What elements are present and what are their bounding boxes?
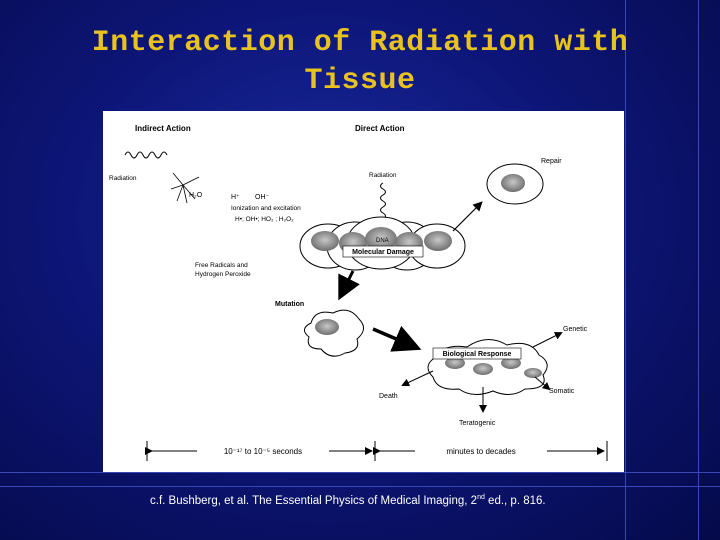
repair-arrow bbox=[452, 201, 483, 232]
indirect-action-heading: Indirect Action bbox=[135, 124, 191, 133]
biological-response-label: Biological Response bbox=[443, 351, 512, 358]
ionization-label: Ionization and excitation bbox=[231, 205, 301, 212]
radiation-wave-left bbox=[124, 151, 168, 159]
timescale-left-label: 10⁻¹⁷ to 10⁻⁵ seconds bbox=[224, 447, 302, 456]
death-label: Death bbox=[379, 393, 398, 400]
mutation-arrow bbox=[338, 270, 360, 301]
free-radicals-label-1: Free Radicals and bbox=[195, 262, 248, 269]
molecular-damage-box bbox=[342, 245, 424, 258]
mutation-label: Mutation bbox=[275, 301, 304, 308]
teratogenic-label: Teratogenic bbox=[459, 420, 496, 427]
ionization-burst bbox=[170, 172, 200, 204]
citation-caption: c.f. Bushberg, et al. The Essential Phys… bbox=[150, 494, 610, 507]
radiation-wave-top bbox=[380, 182, 386, 220]
h2o-label: H₂O bbox=[189, 192, 203, 199]
caption-text-after: ed., p. 816. bbox=[484, 494, 546, 507]
radiation-label-top: Radiation bbox=[369, 172, 397, 179]
oh-minus-label: OH⁻ bbox=[255, 194, 270, 201]
timescale-axis bbox=[145, 441, 608, 461]
repair-label: Repair bbox=[541, 158, 562, 165]
decor-line bbox=[698, 0, 699, 540]
decor-line bbox=[0, 486, 720, 487]
mutated-cell-nucleus bbox=[315, 319, 339, 335]
somatic-arrow bbox=[534, 376, 551, 391]
diagram-svg: Indirect Action Direct Action Radiation … bbox=[109, 124, 608, 461]
h-plus-label: H⁺ bbox=[231, 194, 240, 201]
death-arrow bbox=[401, 370, 434, 387]
response-arrow bbox=[372, 325, 422, 352]
caption-text-before: c.f. Bushberg, et al. The Essential Phys… bbox=[150, 494, 478, 507]
title-line-2: Tissue bbox=[304, 64, 416, 98]
title-line-1: Interaction of Radiation with bbox=[91, 26, 629, 60]
slide-title: Interaction of Radiation with Tissue bbox=[60, 24, 660, 100]
molecular-damage-label: Molecular Damage bbox=[352, 249, 414, 256]
repaired-cell-nucleus bbox=[501, 174, 525, 192]
dna-label: DNA bbox=[376, 238, 389, 244]
genetic-arrow bbox=[532, 332, 563, 348]
decor-line bbox=[0, 472, 720, 473]
biological-response-box bbox=[432, 347, 522, 360]
decor-line bbox=[625, 0, 626, 540]
timescale-right-label: minutes to decades bbox=[446, 447, 515, 456]
caption-superscript: nd bbox=[477, 494, 485, 501]
radiation-label-left: Radiation bbox=[109, 175, 137, 182]
free-radicals-label-2: Hydrogen Peroxide bbox=[195, 271, 251, 278]
somatic-label: Somatic bbox=[549, 388, 575, 395]
direct-action-heading: Direct Action bbox=[355, 124, 405, 133]
genetic-label: Genetic bbox=[563, 326, 588, 333]
radiation-tissue-figure: Indirect Action Direct Action Radiation … bbox=[103, 111, 624, 472]
radicals-label: H•; OH•; HO₂ ; H₂O₂ bbox=[235, 216, 294, 223]
